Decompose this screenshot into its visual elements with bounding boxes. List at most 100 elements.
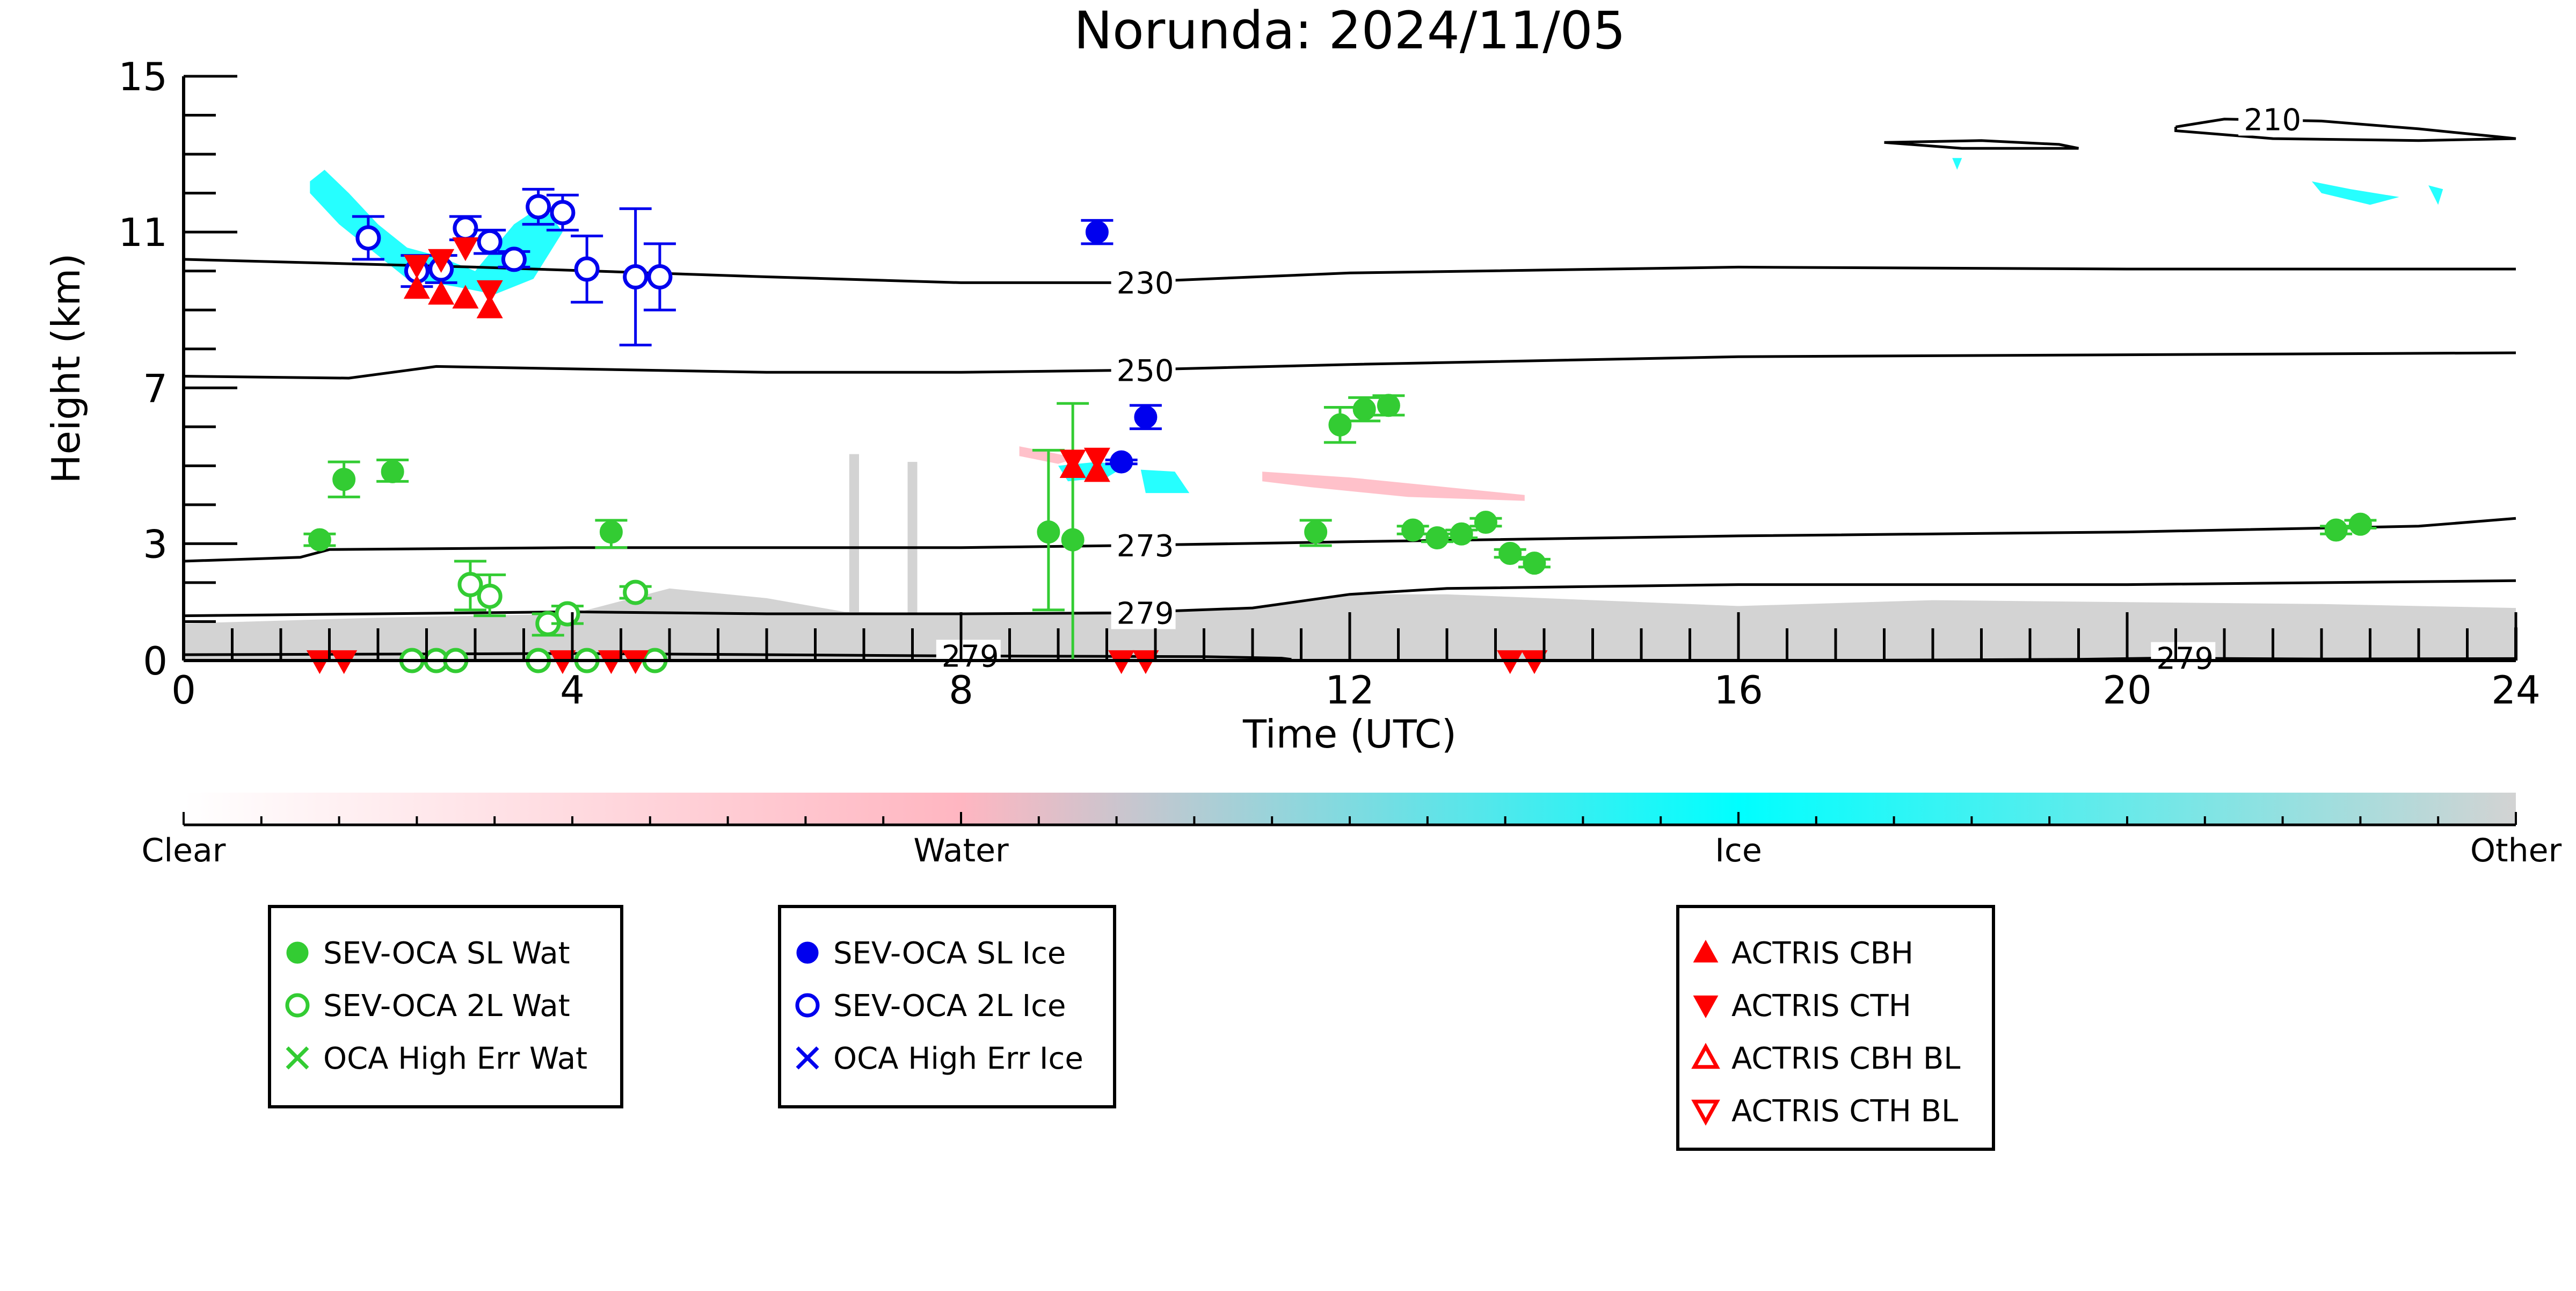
- cloud-mask-water-9: [1262, 472, 1525, 501]
- legend-label-sev-oca-sl-ice: SEV-OCA SL Ice: [833, 936, 1066, 971]
- data-point-sev-oca-sl-wat-5: [1061, 528, 1085, 552]
- colorbar-label-water: Water: [913, 832, 1009, 869]
- cloud-mask-ice-6: [2311, 181, 2399, 205]
- x-tick-label-16: 16: [1714, 668, 1763, 713]
- cloud-mask-other-2: [907, 462, 918, 645]
- x-tick-label-20: 20: [2102, 668, 2152, 713]
- data-point-sev-oca-2l-ice-6: [526, 194, 551, 220]
- data-point-sev-oca-2l-wat-7: [555, 601, 580, 627]
- data-point-sev-oca-sl-wat-1: [332, 468, 356, 491]
- contour-line-7: [1884, 139, 2079, 150]
- legend-label-oca-high-err-wat: OCA High Err Wat: [323, 1041, 587, 1076]
- contour-label-2: 273: [1117, 529, 1174, 564]
- data-point-sev-oca-sl-ice-0: [1085, 220, 1109, 244]
- legend-marker-sev-oca-sl-ice: [796, 941, 819, 964]
- colorbar: Clear Water Ice Other: [142, 793, 2562, 869]
- cloud-mask-ice-5: [1140, 469, 1190, 494]
- contour-label-1: 250: [1117, 354, 1174, 389]
- data-point-sev-oca-2l-ice-8: [574, 256, 600, 282]
- legend-marker-sev-oca-2l-wat: [285, 993, 310, 1018]
- legend-marker-sev-oca-2l-ice: [795, 993, 820, 1018]
- data-point-sev-oca-2l-ice-3: [453, 215, 478, 241]
- legend-label-actris-cth: ACTRIS CTH: [1731, 989, 1911, 1024]
- y-axis-label: Height (km): [43, 253, 89, 484]
- data-point-actris-cth-1: [428, 249, 455, 273]
- y-tick-label-15: 15: [118, 54, 168, 99]
- legend-label-actris-cbh-bl: ACTRIS CBH BL: [1731, 1041, 1960, 1076]
- legend-label-sev-oca-2l-ice: SEV-OCA 2L Ice: [833, 989, 1066, 1024]
- contour-label-bg-2: [1111, 530, 1176, 562]
- data-point-sev-oca-sl-ice-1: [1110, 450, 1133, 474]
- data-point-sev-oca-sl-wat-17: [2348, 512, 2372, 536]
- data-point-sev-oca-sl-wat-3: [599, 520, 623, 544]
- cloud-mask-ice-3: [310, 170, 563, 295]
- legend-label-sev-oca-2l-wat: SEV-OCA 2L Wat: [323, 989, 570, 1024]
- legend-marker-actris-cth: [1693, 995, 1719, 1018]
- x-axis-label: Time (UTC): [1242, 712, 1457, 757]
- data-point-actris-cth-4: [1059, 449, 1086, 474]
- cloud-mask-ice-7: [2428, 185, 2443, 205]
- contour-label-bg-4: [936, 640, 1001, 672]
- y-tick-label-0: 0: [143, 639, 168, 684]
- contour-label-3: 279: [1117, 597, 1174, 632]
- contour-line-2: [183, 517, 2516, 563]
- y-tick-label-7: 7: [143, 366, 168, 411]
- series-actris-cbh: [403, 275, 1110, 482]
- contour-label-4: 279: [942, 639, 999, 674]
- legend-frame-3: [1676, 905, 1995, 1151]
- data-point-actris-cbh-1: [428, 281, 455, 305]
- colorbar-label-ice: Ice: [1715, 832, 1762, 869]
- data-point-sev-oca-sl-wat-14: [1498, 542, 1522, 565]
- legend-marker-actris-cbh-bl: [1691, 1042, 1720, 1069]
- contour-label-bg-1: [1111, 354, 1176, 387]
- legend-marker-actris-cbh: [1693, 940, 1719, 963]
- contour-line-3: [183, 579, 2516, 618]
- data-point-sev-oca-2l-ice-0: [355, 225, 381, 251]
- data-point-sev-oca-sl-wat-6: [1304, 520, 1328, 544]
- data-point-sev-oca-2l-ice-4: [477, 229, 503, 255]
- data-point-sev-oca-sl-wat-11: [1425, 526, 1449, 550]
- contour-line-6: [2174, 118, 2516, 142]
- data-point-sev-oca-sl-ice-2: [1134, 405, 1158, 429]
- data-point-sev-oca-2l-ice-5: [501, 246, 527, 272]
- data-point-sev-oca-sl-wat-0: [308, 528, 331, 552]
- data-point-sev-oca-sl-wat-4: [1037, 520, 1060, 544]
- legend-label-sev-oca-sl-wat: SEV-OCA SL Wat: [323, 936, 570, 971]
- colorbar-label-other: Other: [2470, 832, 2562, 869]
- data-point-sev-oca-sl-wat-10: [1401, 518, 1425, 542]
- legend-marker-sev-oca-sl-wat: [286, 941, 309, 964]
- data-point-sev-oca-sl-wat-9: [1377, 394, 1400, 417]
- data-point-sev-oca-sl-wat-15: [1523, 552, 1546, 575]
- legend-label-actris-cbh: ACTRIS CBH: [1731, 936, 1913, 971]
- contour-label-bg-3: [1111, 597, 1176, 629]
- y-tick-label-3: 3: [143, 521, 168, 567]
- cloud-mask-other-1: [849, 454, 859, 645]
- data-point-actris-cbh-2: [452, 285, 479, 309]
- legend-marker-oca-high-err-wat: [286, 1046, 309, 1070]
- data-point-sev-oca-2l-ice-7: [550, 200, 576, 226]
- x-tick-label-4: 4: [560, 668, 585, 713]
- data-point-sev-oca-sl-wat-13: [1474, 511, 1497, 534]
- contour-label-bg-0: [1111, 266, 1176, 299]
- colorbar-label-clear: Clear: [142, 832, 226, 869]
- data-point-sev-oca-sl-wat-16: [2324, 518, 2348, 542]
- x-tick-label-12: 12: [1325, 668, 1374, 713]
- data-point-sev-oca-2l-ice-9: [623, 264, 649, 290]
- data-point-sev-oca-2l-wat-4: [477, 583, 503, 609]
- contour-label-0: 230: [1117, 266, 1174, 301]
- chart-title: Norunda: 2024/11/05: [1074, 1, 1626, 61]
- cloud-mask-ice-8: [1952, 158, 1962, 170]
- data-point-sev-oca-sl-wat-2: [381, 460, 404, 483]
- legend-marker-oca-high-err-ice: [796, 1046, 819, 1070]
- data-point-actris-cbh-0: [403, 275, 430, 299]
- contour-label-6: 210: [2244, 103, 2301, 138]
- series-sev-oca-sl-wat: [303, 394, 2377, 662]
